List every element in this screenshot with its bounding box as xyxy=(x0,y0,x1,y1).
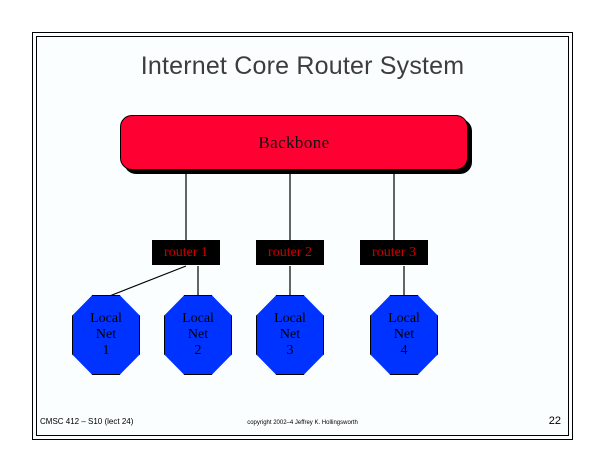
footer-course-label: CMSC 412 – S10 (lect 24) xyxy=(40,417,134,426)
router-label-3: router 3 xyxy=(372,244,416,260)
localnet-label-4-line3: 4 xyxy=(400,342,408,358)
localnet-node-1[interactable]: Local Net 1 xyxy=(72,295,140,375)
localnet-label-2-line3: 2 xyxy=(194,342,202,358)
localnet-label-1-line3: 1 xyxy=(102,342,110,358)
localnet-label-4-line1: Local xyxy=(388,311,420,327)
footer-copyright-label: copyright 2002–4 Jeffrey K. Hollingswort… xyxy=(247,420,358,426)
slide-frame-inner xyxy=(36,36,569,436)
localnet-node-3[interactable]: Local Net 3 xyxy=(256,295,324,375)
page-number: 22 xyxy=(548,415,561,427)
localnet-label-1-line2: Net xyxy=(95,327,117,343)
localnet-node-2[interactable]: Local Net 2 xyxy=(164,295,232,375)
backbone-node[interactable]: Backbone xyxy=(120,115,468,170)
localnet-label-1-line1: Local xyxy=(90,311,122,327)
localnet-node-4[interactable]: Local Net 4 xyxy=(370,295,438,375)
localnet-label-3-line2: Net xyxy=(279,327,301,343)
router-label-2: router 2 xyxy=(268,244,312,260)
router-node-3[interactable]: router 3 xyxy=(360,240,428,265)
router-node-2[interactable]: router 2 xyxy=(256,240,324,265)
router-node-1[interactable]: router 1 xyxy=(152,240,220,265)
localnet-label-2-line2: Net xyxy=(187,327,209,343)
router-label-1: router 1 xyxy=(164,244,208,260)
localnet-label-3-line1: Local xyxy=(274,311,306,327)
localnet-label-3-line3: 3 xyxy=(286,342,294,358)
backbone-label: Backbone xyxy=(258,132,330,152)
localnet-label-2-line1: Local xyxy=(182,311,214,327)
localnet-label-4-line2: Net xyxy=(393,327,415,343)
page-title: Internet Core Router System xyxy=(140,52,465,80)
